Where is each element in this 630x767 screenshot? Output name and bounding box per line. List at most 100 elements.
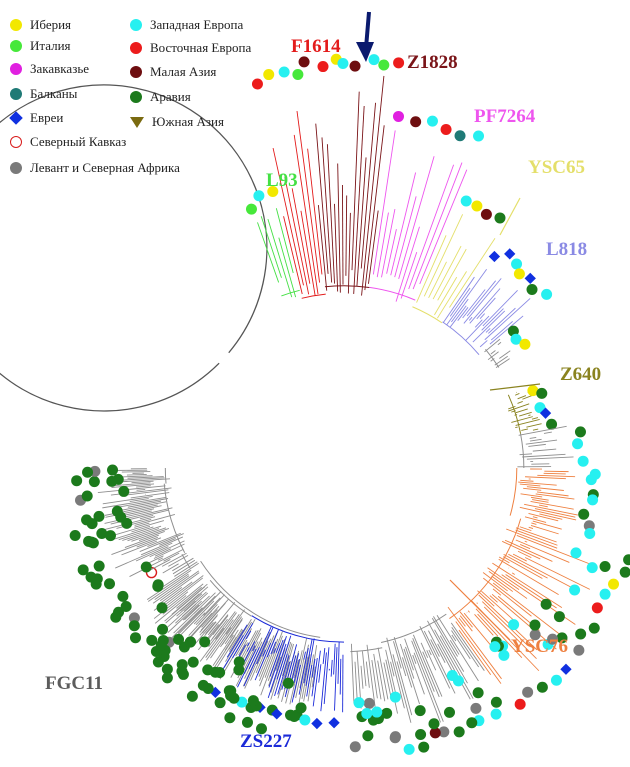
legend-label: Евреи bbox=[30, 110, 64, 125]
tip-marker bbox=[429, 727, 441, 739]
tree-branch bbox=[268, 636, 287, 688]
legend-label: Западная Европа bbox=[150, 17, 244, 32]
tree-branch bbox=[268, 639, 286, 686]
tip-marker bbox=[157, 623, 169, 635]
legend-item-italy: Италия bbox=[10, 38, 71, 54]
tree-branch bbox=[519, 506, 577, 521]
tree-branch bbox=[246, 647, 250, 652]
tree-branch bbox=[147, 532, 181, 548]
tree-branch bbox=[476, 297, 496, 320]
tip-marker bbox=[282, 677, 294, 689]
tree-branch bbox=[508, 403, 530, 412]
tree-branch bbox=[278, 237, 297, 298]
tree-branch bbox=[530, 500, 574, 510]
tree-branch bbox=[385, 649, 396, 693]
tip-marker bbox=[161, 672, 173, 684]
legend-item-jews: Евреи bbox=[9, 110, 64, 126]
tip-marker bbox=[508, 619, 520, 631]
tree-branch bbox=[111, 536, 158, 555]
tree-branch bbox=[463, 278, 502, 324]
tree-branch bbox=[183, 600, 196, 612]
tree-internal-arc bbox=[350, 647, 383, 653]
tip-marker bbox=[510, 333, 522, 345]
tip-marker bbox=[152, 656, 164, 668]
tree-branch bbox=[451, 626, 480, 668]
tip-marker bbox=[288, 710, 300, 722]
tip-marker bbox=[371, 706, 383, 718]
tree-branch bbox=[489, 315, 524, 345]
tree-branch bbox=[524, 540, 528, 543]
tree-branch bbox=[315, 123, 329, 274]
tree-branch bbox=[153, 543, 185, 559]
tip-marker bbox=[267, 186, 279, 198]
tree-branch bbox=[179, 586, 209, 612]
tip-marker bbox=[440, 123, 452, 135]
tip-marker bbox=[389, 731, 401, 743]
tree-branch bbox=[537, 474, 576, 478]
tip-marker bbox=[415, 728, 427, 740]
tree-branch bbox=[520, 493, 543, 498]
tree-branch bbox=[449, 640, 460, 655]
tree-branch bbox=[518, 481, 557, 486]
tree-branch bbox=[481, 308, 504, 331]
tree-branch bbox=[360, 102, 376, 269]
tip-marker bbox=[587, 494, 599, 506]
tip-marker bbox=[392, 110, 404, 122]
tree-branch bbox=[543, 431, 552, 434]
tree-branch bbox=[457, 307, 469, 321]
tip-marker bbox=[278, 66, 290, 78]
tip-marker bbox=[547, 633, 559, 645]
tip-marker bbox=[176, 659, 188, 671]
tree-branch bbox=[447, 606, 502, 680]
clade-label-ysc65: YSC65 bbox=[528, 157, 586, 178]
tree-branch bbox=[530, 524, 559, 535]
tree-branch bbox=[139, 533, 184, 552]
tip-marker bbox=[117, 590, 129, 602]
tip-marker bbox=[82, 466, 94, 478]
tree-branch bbox=[498, 558, 559, 595]
tip-marker bbox=[403, 743, 415, 755]
tip-marker bbox=[488, 250, 501, 263]
tree-branch bbox=[515, 527, 557, 543]
tree-branch bbox=[118, 525, 162, 541]
tree-branch bbox=[345, 195, 348, 276]
tree-branch bbox=[275, 208, 294, 274]
tip-marker bbox=[588, 622, 600, 634]
tip-marker bbox=[578, 508, 590, 520]
clade-label-l818: L818 bbox=[546, 239, 588, 260]
tree-branch bbox=[140, 536, 184, 556]
tree-branch bbox=[225, 619, 252, 662]
tip-marker bbox=[362, 730, 374, 742]
tree-branch bbox=[205, 619, 234, 658]
tree-branch bbox=[531, 522, 537, 525]
tree-branch bbox=[232, 622, 254, 659]
tree-branch bbox=[307, 148, 323, 275]
tree-branch bbox=[175, 603, 197, 624]
legend-label: Аравия bbox=[150, 89, 191, 104]
tree-branch bbox=[517, 550, 532, 559]
tree-internal-arc bbox=[209, 579, 252, 617]
tree-branch bbox=[104, 507, 173, 524]
tree-branch bbox=[298, 656, 309, 703]
tree-branch bbox=[330, 659, 333, 677]
tree-branch bbox=[535, 493, 575, 500]
tree-branch bbox=[423, 630, 456, 694]
tree-branch bbox=[377, 647, 389, 700]
tip-marker bbox=[514, 698, 526, 710]
tree-branch bbox=[525, 439, 558, 445]
tree-branch bbox=[381, 208, 396, 278]
tree-branch bbox=[172, 557, 194, 572]
tree-branch bbox=[383, 662, 393, 701]
tree-branch bbox=[284, 655, 297, 698]
tree-branch bbox=[514, 414, 518, 416]
tree-branch bbox=[451, 630, 471, 660]
tree-branch bbox=[245, 630, 252, 640]
tip-marker bbox=[118, 485, 130, 497]
tip-marker bbox=[69, 529, 81, 541]
tree-branch bbox=[489, 595, 498, 603]
tree-branch bbox=[350, 643, 355, 703]
tree-branch bbox=[129, 498, 149, 503]
tree-branch bbox=[299, 644, 309, 689]
tip-marker bbox=[251, 78, 263, 90]
tip-marker bbox=[494, 212, 506, 224]
